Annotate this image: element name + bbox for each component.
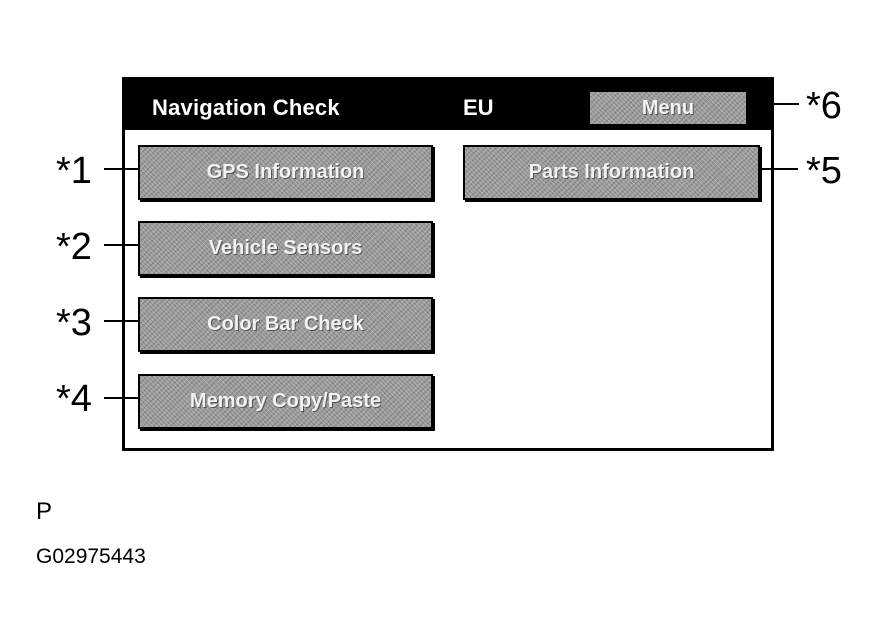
vehicle-sensors-button[interactable]: Vehicle Sensors: [138, 221, 433, 276]
figure-id: G02975443: [36, 545, 146, 568]
callout-4: *4: [56, 378, 92, 420]
callout-6: *6: [806, 85, 842, 127]
leader-line-1: [104, 168, 140, 170]
leader-line-3: [104, 320, 140, 322]
callout-5: *5: [806, 150, 842, 192]
callout-2: *2: [56, 226, 92, 268]
leader-line-5: [758, 168, 798, 170]
color-bar-check-button[interactable]: Color Bar Check: [138, 297, 433, 352]
navigation-screen: Navigation Check EU Menu GPS Information…: [122, 77, 774, 451]
callout-3: *3: [56, 302, 92, 344]
screen-header: Navigation Check EU Menu: [125, 80, 771, 130]
region-label: EU: [463, 95, 494, 120]
menu-button[interactable]: Menu: [590, 92, 746, 124]
leader-line-6: [771, 103, 799, 105]
leader-line-2: [104, 244, 140, 246]
footer-letter: P: [36, 498, 53, 525]
parts-information-button[interactable]: Parts Information: [463, 145, 760, 200]
gps-information-button[interactable]: GPS Information: [138, 145, 433, 200]
screen-title: Navigation Check: [152, 95, 340, 120]
leader-line-4: [104, 397, 140, 399]
memory-copy-paste-button[interactable]: Memory Copy/Paste: [138, 374, 433, 429]
callout-1: *1: [56, 150, 92, 192]
